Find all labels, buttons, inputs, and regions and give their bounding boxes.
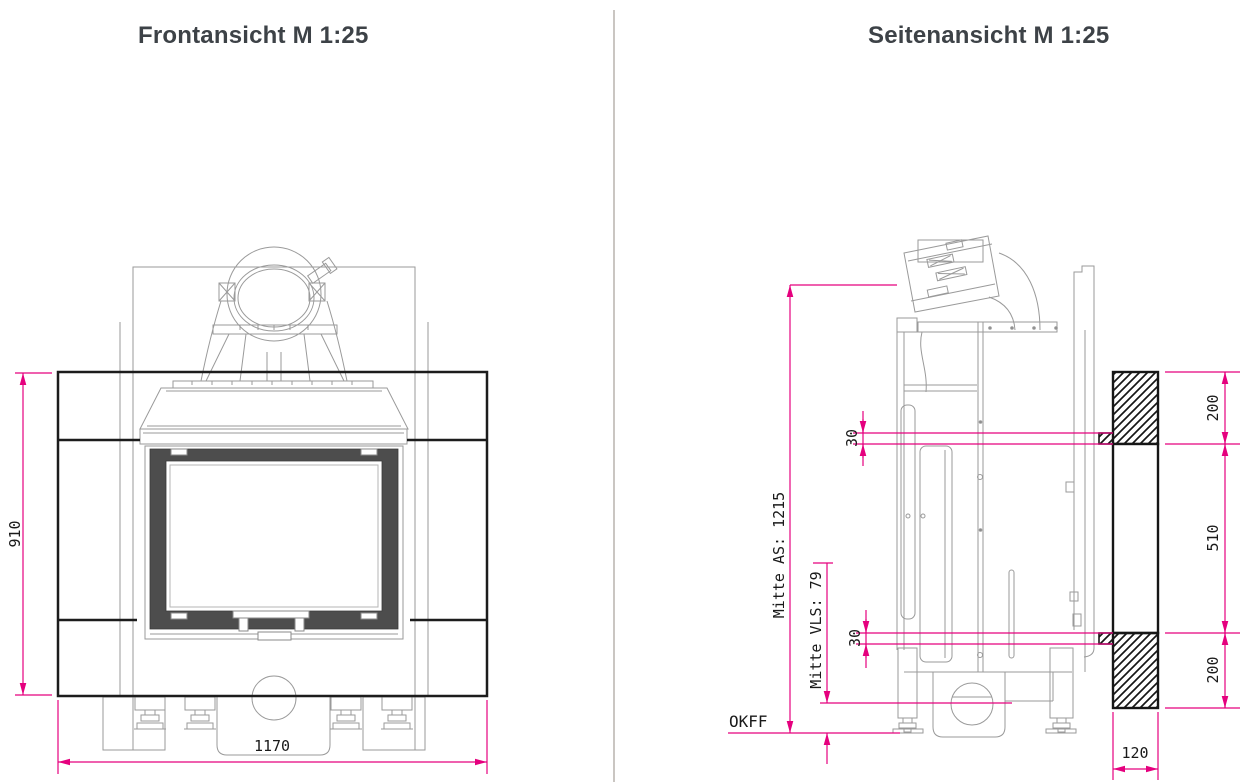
flue-elbow	[903, 235, 1041, 331]
door-clip	[170, 612, 188, 620]
height-dimension: 910	[6, 372, 52, 696]
heat-shield-plate	[1065, 265, 1095, 658]
vls-connector-port	[950, 682, 994, 726]
height-dimension-label: 910	[6, 520, 24, 547]
width-dimension-label: 1170	[254, 737, 290, 755]
door-latch	[257, 631, 292, 641]
door-clip	[360, 448, 378, 456]
air-duct-box	[216, 697, 331, 756]
lower-anchor-label: 30	[846, 629, 864, 647]
wall-anchor-top	[1098, 432, 1114, 445]
door-clip	[360, 612, 378, 620]
wall-lower-hatched	[1111, 631, 1160, 710]
side-base	[892, 647, 1077, 738]
wall-height-dimensions: 200 510 200	[1165, 371, 1240, 709]
flue-center-label: Mitte AS: 1215	[770, 492, 788, 618]
adjustable-foot	[892, 717, 924, 734]
air-intake-port	[251, 675, 297, 721]
adjustable-foot	[184, 696, 216, 730]
wall-bottom-label: 200	[1204, 656, 1222, 683]
glass-panel	[169, 464, 379, 608]
wall-top-label: 200	[1204, 394, 1222, 421]
adjustable-foot	[330, 696, 362, 730]
wall-opening-label: 510	[1204, 524, 1222, 551]
upper-anchor-dimension: 30	[843, 411, 1113, 466]
door-clip	[170, 448, 188, 456]
side-body	[896, 317, 1086, 673]
air-center-dimension: Mitte VLS: 79	[807, 562, 1012, 764]
wall-opening	[1111, 442, 1160, 635]
flue-center-dimension: Mitte AS: 1215 OKFF	[728, 284, 900, 734]
width-dimension: 1170	[57, 700, 488, 774]
view-divider-line	[613, 10, 615, 782]
chase-outline	[56, 370, 489, 698]
wall-anchor-bottom	[1098, 632, 1114, 645]
front-view-drawing: 910 1170	[6, 246, 489, 774]
adjustable-foot	[134, 696, 166, 730]
flue-collar	[200, 246, 348, 382]
clamp-bolt-icon	[926, 239, 968, 298]
clamp-bolt-icon	[306, 256, 338, 285]
floor-label: OKFF	[729, 712, 768, 731]
side-view-title: Seitenansicht M 1:25	[868, 22, 1110, 49]
upper-anchor-label: 30	[843, 429, 861, 447]
adjustable-foot	[1045, 717, 1077, 734]
door-handle	[232, 610, 310, 619]
door-frame	[144, 445, 404, 641]
side-view-drawing: Mitte AS: 1215 OKFF Mitte VLS: 79 30	[728, 235, 1240, 780]
wall-thickness-dimension: 120	[1112, 712, 1159, 780]
wall-thickness-label: 120	[1121, 744, 1148, 762]
hood	[139, 380, 409, 445]
door-frame-band	[149, 448, 399, 630]
wall-upper-hatched	[1111, 370, 1160, 446]
air-center-label: Mitte VLS: 79	[807, 571, 825, 688]
front-view-title: Frontansicht M 1:25	[138, 22, 369, 49]
adjustable-foot	[381, 696, 413, 730]
lower-anchor-dimension: 30	[846, 610, 1113, 668]
vls-box	[932, 672, 1006, 738]
wall-section	[1098, 370, 1160, 710]
